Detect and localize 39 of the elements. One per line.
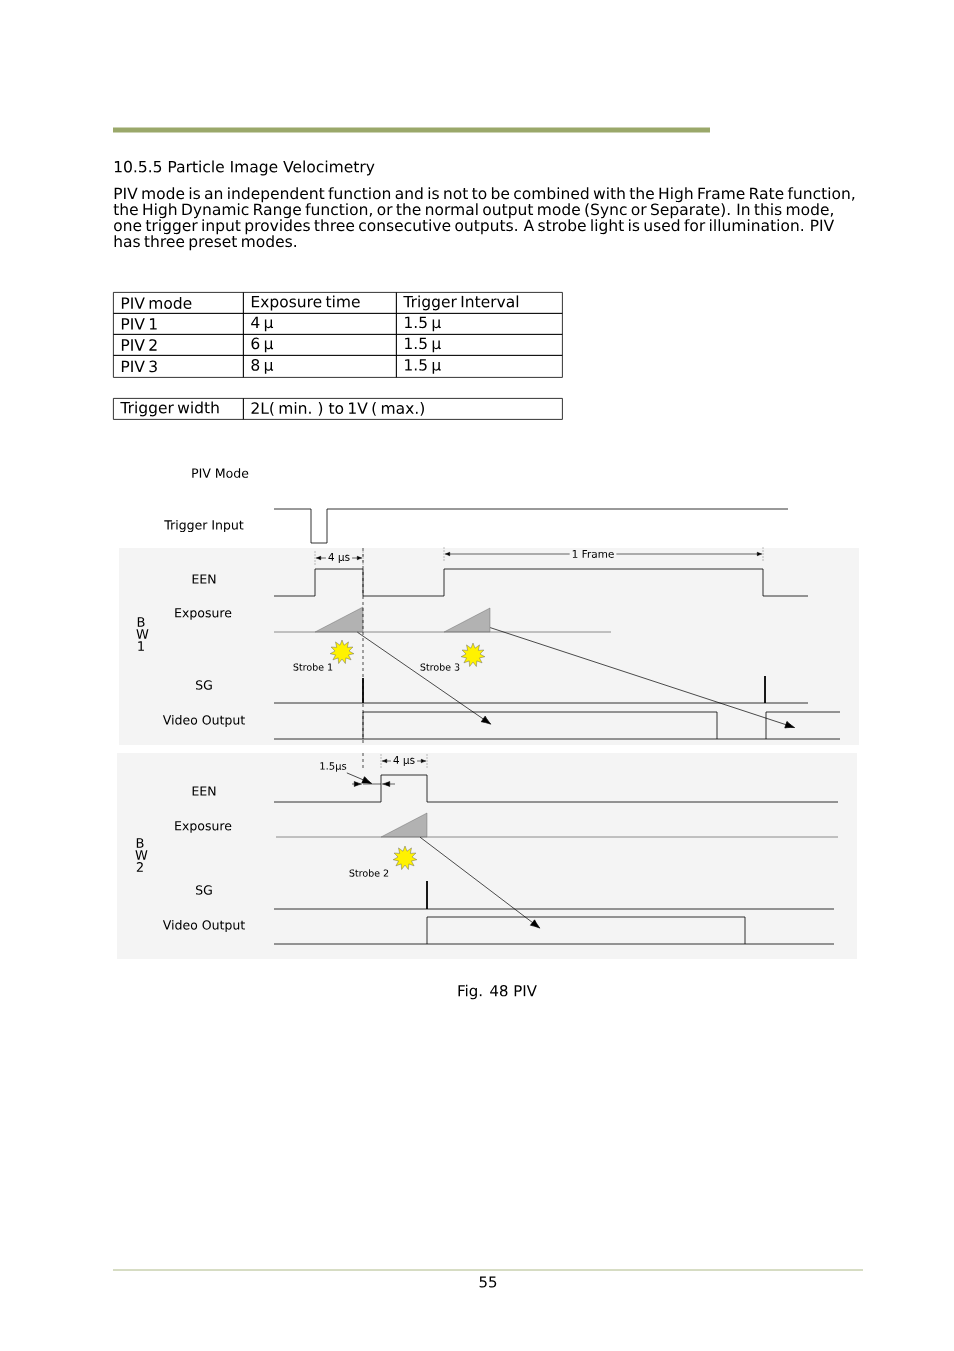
signal-name: SG — [196, 680, 212, 690]
body-paragraph: PIV mode is an independent function and is not to be combined with the High Frame Rate function, the High Dynamic Range function, or the normal output mode (Sync or Separate). In this mode, one trigger input provides three consecutive outputs. A strobe light is used for illumination. PIV has three preset modes. — [113, 187, 855, 251]
exposure-ramp — [314, 606, 364, 633]
table-cell: 1.5 μ — [396, 313, 563, 335]
arrow — [419, 836, 541, 929]
table-cell: Trigger width — [113, 398, 244, 420]
signal-name: PIV Mode — [192, 468, 249, 478]
table-cell: 6 μ — [243, 334, 397, 356]
figure-caption: Fig. 48 PIV — [458, 984, 537, 1000]
table-cell: 8 μ — [243, 355, 397, 378]
signal-name: Trigger Input — [164, 519, 244, 533]
table-cell: 2L( min. ) to 1V ( max.) — [243, 398, 563, 420]
table-cell: 4 μ — [243, 313, 397, 335]
exposure-ramp — [443, 607, 491, 633]
arrow — [357, 631, 492, 725]
signal-name: Exposure — [175, 608, 232, 620]
table-cell: PIV 1 — [113, 313, 244, 335]
table-cell: 1.5 μ — [396, 334, 563, 356]
table-cell: Exposure time — [243, 292, 397, 314]
section-heading: 10.5.5 Particle Image Velocimetry — [114, 160, 375, 176]
signal-name: EEN — [192, 574, 216, 584]
dimension-label: 1.5μs — [320, 762, 347, 772]
page-number: 55 — [479, 1276, 497, 1288]
dimension-label: 4 μs — [325, 551, 353, 565]
table-cell: 1.5 μ — [396, 355, 563, 378]
exposure-ramp — [380, 812, 428, 838]
dimension-label: 1 Frame — [569, 548, 617, 560]
table-cell: Trigger Interval — [396, 292, 563, 314]
signal-name: Exposure — [175, 821, 232, 833]
table-cell: PIV mode — [113, 292, 244, 314]
signal-name: EEN — [192, 786, 216, 796]
signal-name: Video Output — [162, 919, 245, 933]
arrow — [489, 627, 795, 729]
signal-name: Video Output — [162, 714, 245, 728]
table-cell: PIV 3 — [113, 355, 244, 378]
table-cell: PIV 2 — [113, 334, 244, 356]
signal-name: SG — [196, 885, 212, 895]
dimension-label: 4 μs — [390, 754, 418, 768]
leader-line — [346, 772, 372, 784]
